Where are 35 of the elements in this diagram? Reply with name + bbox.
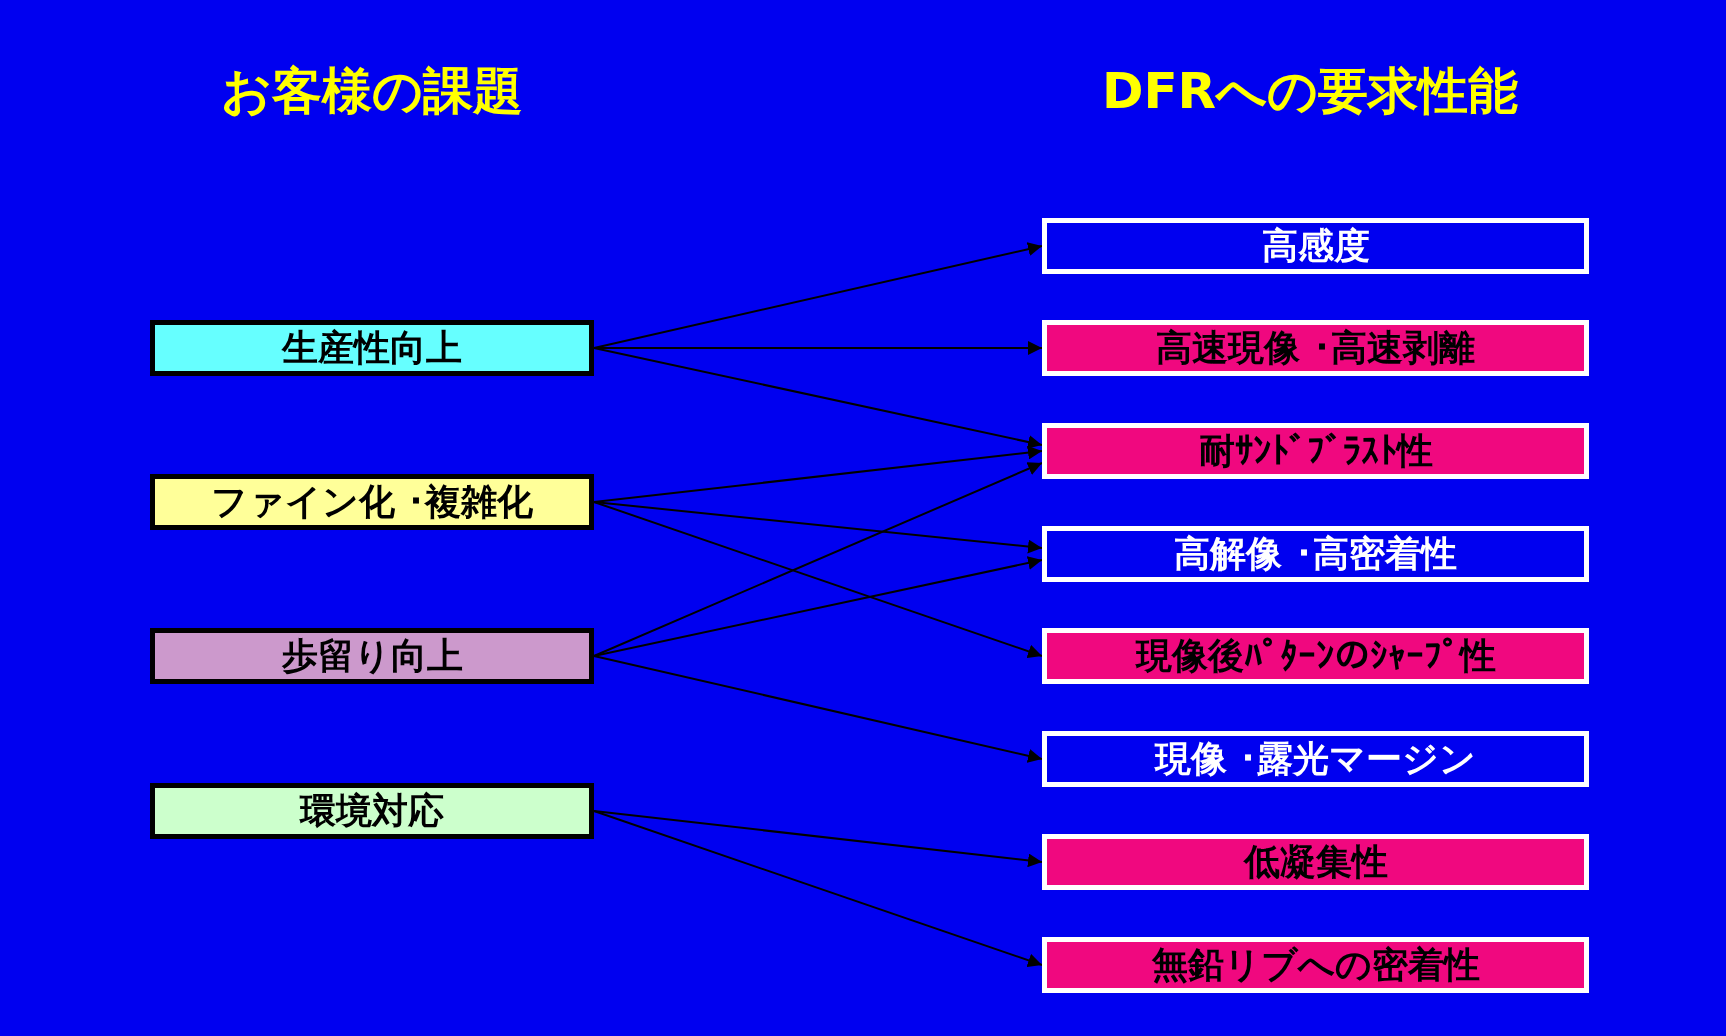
box-label: 環境対応	[300, 793, 444, 829]
requirement-box	[1042, 218, 1589, 274]
issue-box	[150, 783, 594, 839]
requirement-box	[1042, 731, 1589, 787]
box-label: 耐ｻﾝﾄﾞﾌﾞﾗｽﾄ性	[1198, 433, 1433, 469]
requirement-box	[1042, 628, 1589, 684]
arrow	[593, 501, 1043, 659]
column-heading: DFRへの要求性能	[1101, 62, 1519, 120]
arrow	[593, 347, 1043, 449]
arrow	[593, 810, 1043, 868]
requirement-box	[1042, 526, 1589, 582]
box-label: 歩留り向上	[281, 638, 463, 674]
requirement-box	[1042, 320, 1589, 376]
issue-box	[150, 320, 594, 376]
issue-box	[150, 628, 594, 684]
requirement-box	[1042, 937, 1589, 993]
issue-box	[150, 474, 594, 530]
arrow	[593, 501, 1043, 554]
box-label: 高解像 ･高密着性	[1174, 536, 1457, 572]
arrow	[593, 655, 1043, 763]
requirement-box	[1042, 834, 1589, 890]
arrow	[593, 810, 1043, 968]
arrow	[593, 556, 1043, 657]
box-label: 生産性向上	[282, 330, 462, 366]
box-label: 高感度	[1261, 228, 1370, 264]
requirement-box	[1042, 423, 1589, 479]
box-label: 無鉛リブへの密着性	[1151, 947, 1480, 983]
box-label: 現像後ﾊﾟﾀｰﾝのｼｬｰﾌﾟ性	[1135, 638, 1496, 674]
arrow	[593, 462, 1043, 657]
arrow	[593, 242, 1043, 349]
box-label: ファイン化 ･複雑化	[210, 484, 534, 520]
box-label: 低凝集性	[1243, 844, 1388, 880]
box-label: 現像 ･露光マージン	[1154, 741, 1477, 777]
column-heading: お客様の課題	[221, 62, 523, 120]
box-label: 高速現像 ･高速剥離	[1156, 330, 1475, 366]
